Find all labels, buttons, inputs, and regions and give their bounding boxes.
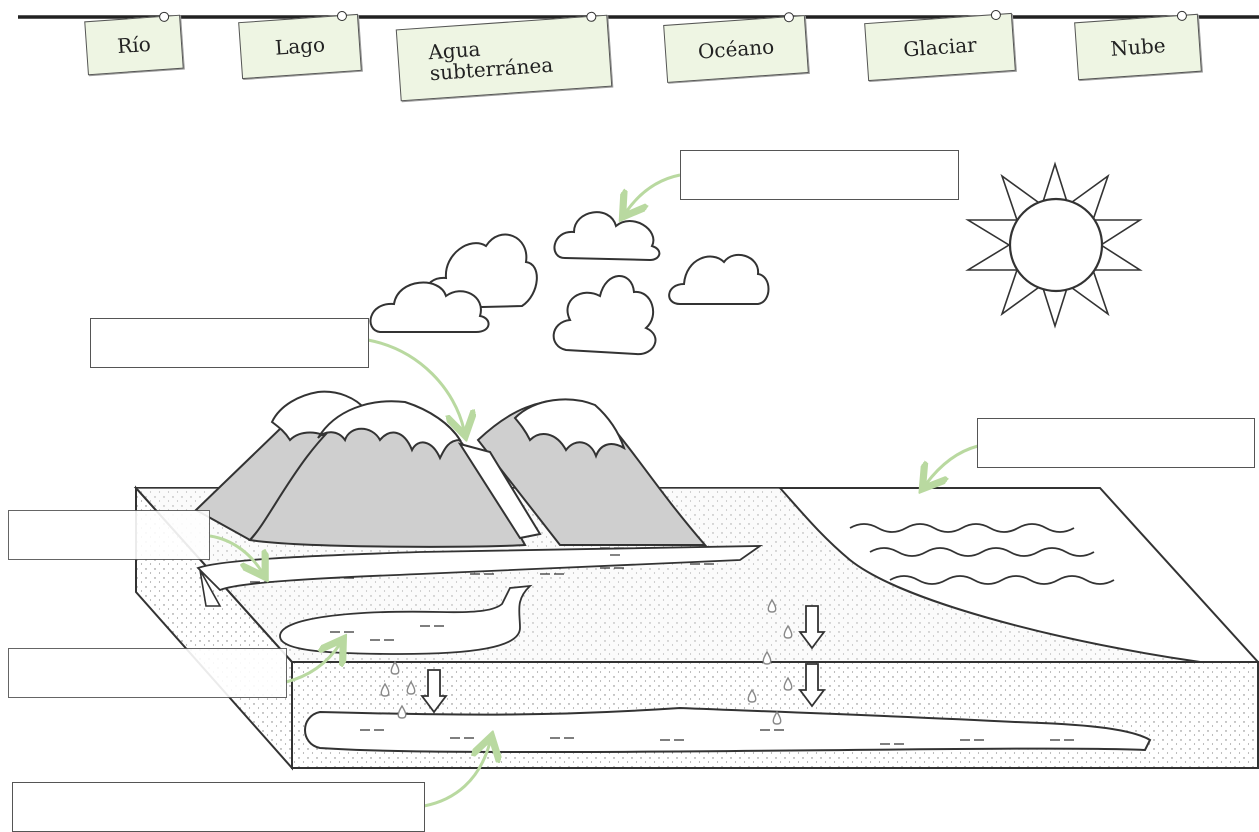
pointer-arrow-ocean <box>926 446 978 484</box>
tag-hole-icon <box>784 12 795 23</box>
label-tag-nube[interactable]: Nube <box>1074 14 1202 81</box>
tag-text: Nube <box>1110 35 1166 60</box>
sun-icon <box>968 164 1140 326</box>
label-tag-agua-subterranea[interactable]: Agua subterránea <box>396 15 613 102</box>
label-tag-glaciar[interactable]: Glaciar <box>864 13 1016 81</box>
tag-hole-icon <box>159 11 170 22</box>
answer-box-glacier[interactable] <box>90 318 369 368</box>
answer-box-cloud[interactable] <box>680 150 959 200</box>
tag-text: Glaciar <box>903 34 978 60</box>
answer-box-lake[interactable] <box>8 648 287 698</box>
pointer-arrow-cloud <box>626 175 680 212</box>
mountains-group <box>196 392 705 547</box>
label-tag-oceano[interactable]: Océano <box>663 15 809 83</box>
tag-hole-icon <box>337 11 348 22</box>
cloud-icon <box>554 212 659 260</box>
cloud-icon <box>554 276 656 354</box>
cloud-icon <box>669 255 768 304</box>
tag-hole-icon <box>586 11 597 22</box>
answer-box-ocean[interactable] <box>977 418 1255 468</box>
tag-text: Agua subterránea <box>428 32 581 84</box>
tag-text: Río <box>117 33 152 56</box>
clouds-group <box>371 212 769 354</box>
label-tag-lago[interactable]: Lago <box>238 14 362 79</box>
answer-box-groundwater[interactable] <box>12 782 425 832</box>
tag-text: Océano <box>697 36 775 62</box>
label-tag-rio[interactable]: Río <box>84 15 184 76</box>
tag-hole-icon <box>1177 11 1188 22</box>
tag-hole-icon <box>991 10 1002 21</box>
answer-box-river[interactable] <box>8 510 210 560</box>
tag-text: Lago <box>274 34 325 58</box>
